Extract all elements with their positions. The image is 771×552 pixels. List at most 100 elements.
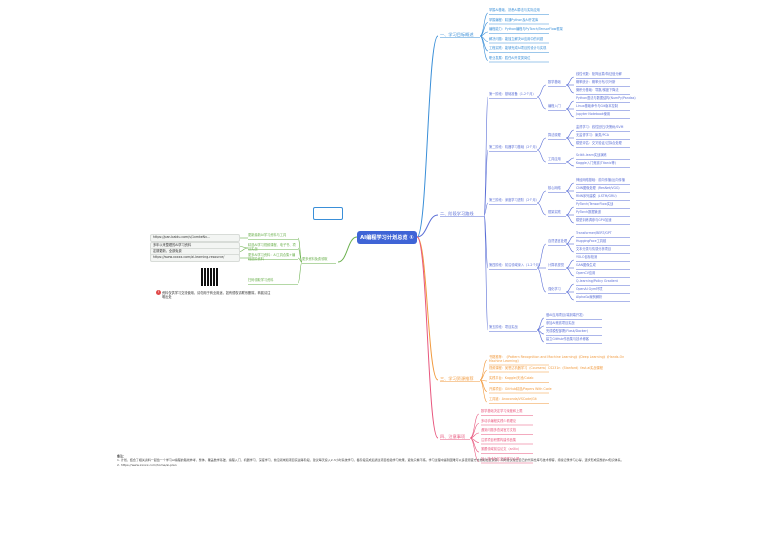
connector [416,236,439,439]
connector [483,149,489,216]
stage-item[interactable]: CNN图像处理（ResNet/VGG） [576,186,622,190]
stage-group[interactable]: 工具应用 [548,157,561,161]
connector [469,437,480,462]
resource-item[interactable]: 工具链：Anaconda/VSCode/Git [489,397,537,401]
stage-item[interactable]: 文本分类与情感分析项目 [576,247,612,251]
stage-item[interactable]: 建立GitHub作品集与技术博客 [546,337,589,341]
branch-4-title[interactable]: 四、注意事项 [440,434,466,439]
stage-item[interactable]: 无监督学习：聚类/PCA [576,133,609,137]
connector [565,108,575,118]
caution-item[interactable]: 多动手编程实践少看理论 [481,418,517,423]
stage-item[interactable]: 神经网络基础：前向传播/反向传播 [576,178,625,182]
stage-item[interactable]: 参加AI竞赛项目实战 [546,321,575,325]
left-sub-item[interactable]: https://www.xxxxx.com/ai-learning-resour… [150,254,240,262]
stage-item[interactable]: PyTorch数据管道 [576,210,601,214]
branch-1-item[interactable]: 工程实践：能够完成AI项目的设计与实现 [489,46,547,50]
resource-item[interactable]: 书籍推荐：《Pattern Recognition and Machine Le… [489,355,625,363]
note-heading: 备注： [117,454,127,458]
stage-item[interactable]: YOLO目标检测 [576,255,598,259]
connector [536,202,547,216]
stage-title[interactable]: 第一阶段：基础准备（1-2个月） [489,92,536,96]
connector [479,12,489,37]
connector [479,35,489,61]
warning-text: 资料仅供学习交流使用，请勿用于商业用途，如有侵权请联系删除，转载请注明出处 [162,291,271,299]
root-node[interactable]: AI编程学习计划总览 ① [357,231,417,244]
resource-item[interactable]: 实践平台：Kaggle/天池/Colab [489,376,534,380]
stage-item[interactable]: Scikit-learn实战演练 [576,153,607,157]
stage-item[interactable]: 做AI应用项目(端到端开发) [546,313,584,317]
stage-item[interactable]: GAN图像生成 [576,263,596,267]
left-branch-title[interactable]: 更多资料免费领取 [302,257,328,261]
connector [479,359,488,381]
stage-item[interactable]: AlphaGo案例解析 [576,295,603,299]
stage-item[interactable]: 线性代数：矩阵运算/特征值分解 [576,72,622,76]
stage-title[interactable]: 第五阶段：项目实战 [489,325,518,329]
left-item[interactable]: 更新最新AI学习资料与工具 [248,233,287,237]
caution-item[interactable]: 遇到问题多查阅官方文档 [481,428,517,432]
caution-item[interactable]: 加入技术社区交流学习心得 [481,456,520,461]
branch-2-title[interactable]: 二、阶段学习路线 [440,211,474,216]
stage-item[interactable]: Linux基础命令与Git版本控制 [576,104,618,108]
connector [536,190,547,204]
resource-item[interactable]: 开源项目：GitHub精选/Papers With Code [489,386,552,391]
left-item[interactable]: 精选AI学习视频课程、电子书、项目实战 [248,243,296,251]
branch-1-item[interactable]: 职业发展：胜任AI开发类岗位 [489,55,531,60]
left-sub-item[interactable]: https://pan.baidu.com/s/1xmkeNv... [150,234,240,242]
connector [565,76,575,86]
empty-node[interactable] [313,207,343,220]
connector [536,137,547,151]
connector [565,235,575,245]
stage-item[interactable]: 模型训练调参与GPU加速 [576,218,612,222]
stage-group[interactable]: 计算机视觉 [548,263,564,267]
caution-item[interactable]: 数学基础决定学习深度和上限 [481,409,523,413]
stage-item[interactable]: 完成模型部署(Flask/Docker) [546,329,589,333]
stage-item[interactable]: 微积分基础：导数/梯度下降法 [576,88,619,92]
connector [565,190,575,200]
qr-code-image [201,268,219,286]
stage-group[interactable]: 数学基础 [548,80,561,84]
stage-item[interactable]: 概率统计：概率分布/贝叶斯 [576,80,616,84]
stage-group[interactable]: 编程入门 [548,104,561,108]
branch-1-title[interactable]: 一、学习目标概述 [440,32,474,37]
branch-1-item[interactable]: 掌握编程：精通Python及AI开发库 [489,17,539,22]
stage-group[interactable]: 框架实践 [548,210,561,214]
stage-group[interactable]: 算法原理 [548,133,561,137]
stage-title[interactable]: 第二阶段：机器学习基础（2个月） [489,145,539,149]
stage-item[interactable]: Kaggle入门竞赛(Titanic等) [576,161,616,165]
stage-item[interactable]: Python语法与数据结构(NumPy/Pandas) [576,96,636,100]
stage-group[interactable]: 强化学习 [548,287,561,291]
stage-group[interactable]: 自然语言处理 [548,239,568,243]
stage-group[interactable]: 核心网络 [548,186,561,190]
branch-1-item[interactable]: 编程能力：Python编程与PyTorch/TensorFlow框架 [489,27,563,31]
left-item[interactable]: 扫码领取学习资料 [248,278,274,282]
connector [416,236,439,381]
connector [483,214,489,331]
stage-item[interactable]: HuggingFace工具链 [576,239,607,243]
branch-1-item[interactable]: 掌握AI基础、熟悉AI算法与实际应用 [489,8,540,12]
connector [536,84,547,98]
stage-item[interactable]: 模型评估：交叉验证/过拟合处理 [576,141,622,145]
stage-item[interactable]: 监督学习：线性回归/决策树/SVM [576,125,624,129]
stage-item[interactable]: Jupyter Notebook使用 [576,112,611,116]
stage-item[interactable]: RNN序列建模（LSTM/GRU） [576,194,619,198]
stage-title[interactable]: 第三阶段：深度学习进阶（2个月） [489,198,539,202]
stage-item[interactable]: Transformer/BERT/GPT [576,231,612,235]
connector [565,84,575,94]
resource-item[interactable]: 视频课程：吴恩达机器学习（Coursera）CS231n（Stanford）fa… [489,365,603,370]
stage-item[interactable]: PyTorch/TensorFlow实战 [576,202,614,206]
caution-item[interactable]: 注重项目积累构建作品集 [481,437,517,442]
left-item[interactable]: 更多AI学习资料：AI工具合集+编程进阶资料 [248,253,296,261]
note-link[interactable]: 2. https://www.xxxxx.com/home/ai-plan [117,462,177,467]
connector [565,243,575,253]
footnote: 备注： 1. 计划，结合了相关资料一起给一个学习AI编程的路线参考，整体，覆盖数… [117,454,677,467]
connector [565,100,575,110]
connector [483,202,489,216]
stage-item[interactable]: OpenCV应用 [576,271,596,275]
stage-item[interactable]: OpenAI Gym环境 [576,287,603,291]
stage-title[interactable]: 第四阶段：前沿领域深入（1-2个月） [489,263,543,267]
caution-item[interactable]: 紧跟领域前沿论文（arXiv） [481,447,522,451]
connector [479,379,488,403]
branch-1-item[interactable]: 解决问题：能独立解决AI应用中的问题 [489,36,544,41]
stage-item[interactable]: Q-learning/Policy Gradient [576,279,618,283]
branch-3-title[interactable]: 三、学习资源推荐 [440,376,474,381]
